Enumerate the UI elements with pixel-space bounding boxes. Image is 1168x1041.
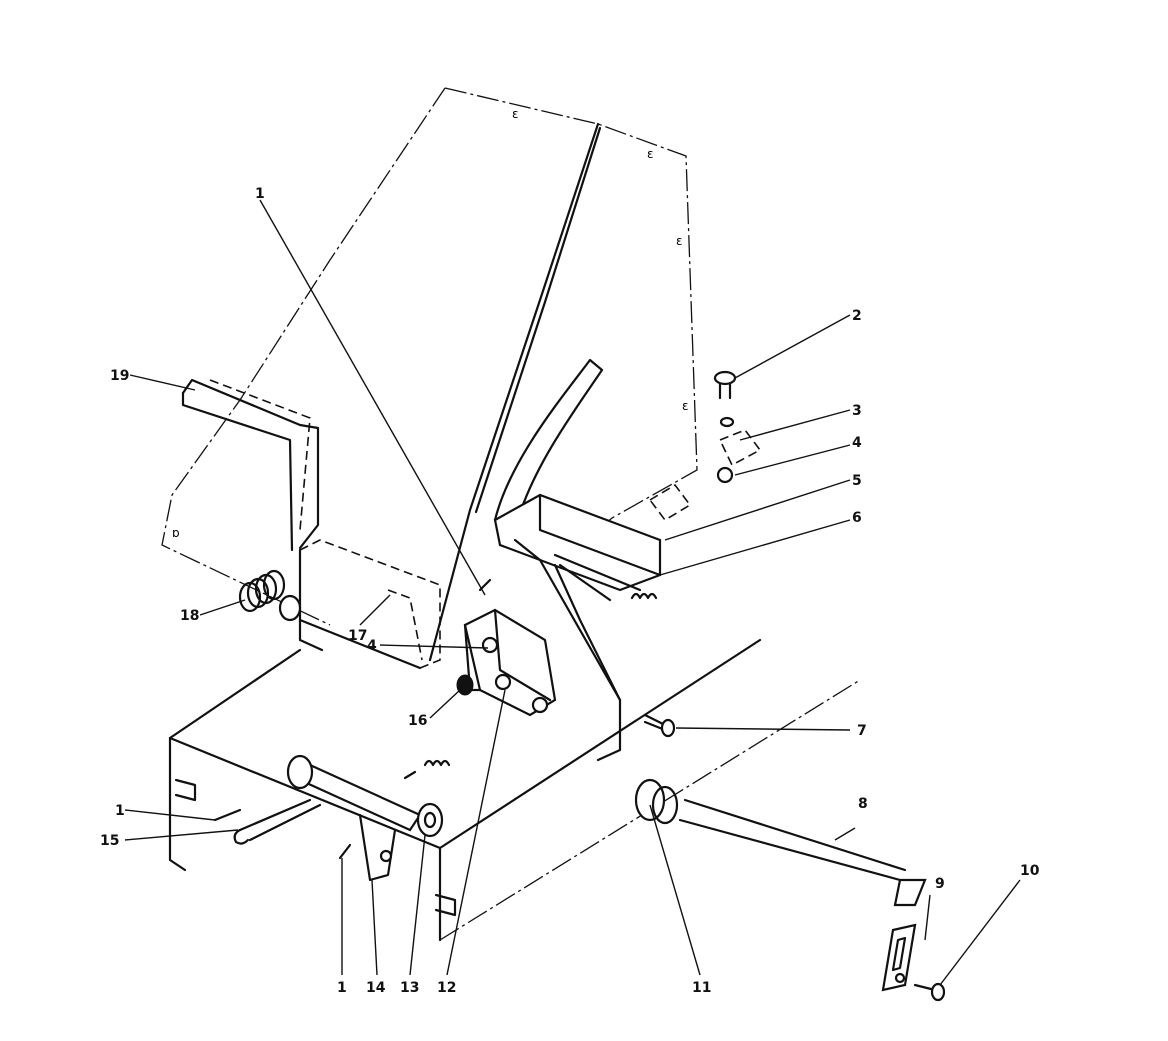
callout-17: 17 [348, 628, 367, 644]
callout-2: 2 [852, 308, 862, 324]
pins [213, 578, 492, 860]
callout-3: 3 [852, 403, 862, 419]
bolt-10 [913, 982, 946, 1002]
callout-5: 5 [852, 473, 862, 489]
callout-18: 18 [180, 608, 199, 624]
bracket-plate [648, 483, 692, 522]
callout-1-left: 1 [115, 803, 125, 819]
svg-text:ɛ: ɛ [647, 147, 654, 161]
bolt-2 [713, 370, 737, 428]
spring-coil [238, 569, 286, 613]
bolt-7 [643, 713, 676, 738]
callout-1-bottom: 1 [337, 980, 347, 996]
callout-4: 4 [852, 435, 862, 451]
callout-11: 11 [692, 980, 711, 996]
callout-15: 15 [100, 833, 119, 849]
mounting-plate [298, 539, 441, 670]
pedal-arm [493, 358, 662, 762]
pedal-bracket [181, 378, 320, 552]
callout-12: 12 [437, 980, 456, 996]
callout-13: 13 [400, 980, 419, 996]
callout-16: 16 [408, 713, 427, 729]
callout-8: 8 [858, 796, 868, 812]
svg-text:ɛ: ɛ [512, 107, 519, 121]
control-rod [634, 778, 927, 907]
callout-4-lower: 4 [367, 638, 377, 654]
callout-9: 9 [935, 876, 945, 892]
link-plate [463, 608, 557, 717]
pivot-shaft [233, 754, 444, 882]
callout-14: 14 [366, 980, 386, 996]
callout-7: 7 [857, 723, 867, 739]
callout-labels: 1 2 3 4 5 6 7 8 9 10 19 18 17 4 16 1 15 … [100, 186, 1040, 996]
small-springs [403, 592, 658, 780]
svg-text:ɛ: ɛ [676, 234, 683, 248]
svg-text:ɒ: ɒ [172, 526, 180, 540]
bushing [278, 594, 474, 696]
callout-19: 19 [110, 368, 129, 384]
callout-6: 6 [852, 510, 862, 526]
nut-4 [716, 466, 734, 484]
washer-3 [718, 429, 762, 467]
callout-1: 1 [255, 186, 265, 202]
adjusting-strap [881, 923, 917, 992]
leader-lines [124, 199, 1021, 986]
svg-text:ɛ: ɛ [682, 399, 689, 413]
callout-10: 10 [1020, 863, 1040, 879]
